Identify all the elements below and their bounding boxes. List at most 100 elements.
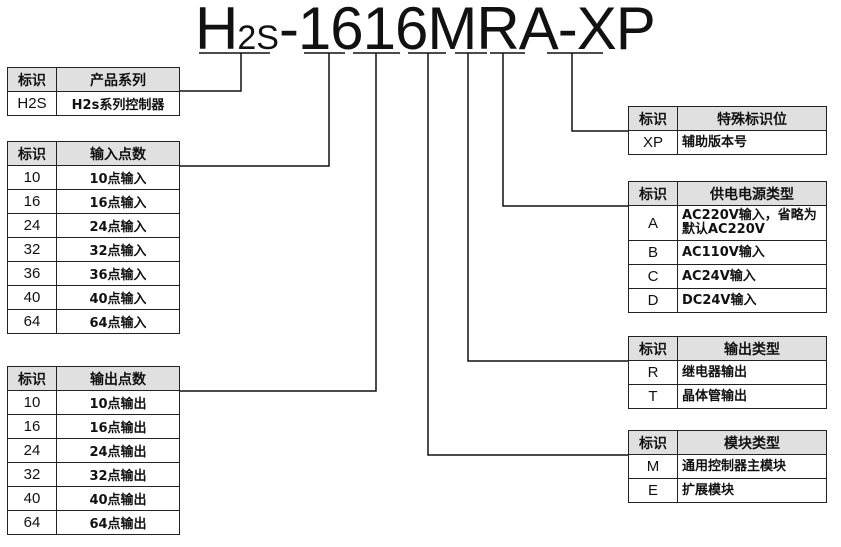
- row-code: A: [628, 205, 678, 241]
- row-code: 36: [7, 261, 57, 286]
- header-code: 标识: [7, 67, 57, 92]
- header-code: 标识: [628, 336, 678, 361]
- row-code: 40: [7, 285, 57, 310]
- row-code: T: [628, 384, 678, 409]
- connector-series: [180, 53, 242, 92]
- row-description: DC24V输入: [677, 288, 827, 313]
- header-code: 标识: [7, 366, 57, 391]
- row-code: R: [628, 360, 678, 385]
- header-code: 标识: [628, 430, 678, 455]
- row-description: 40点输出: [56, 486, 180, 511]
- table-header: 标识特殊标识位: [628, 106, 827, 131]
- table-header: 标识模块类型: [628, 430, 827, 455]
- row-description: AC24V输入: [677, 264, 827, 289]
- row-description: 64点输出: [56, 510, 180, 535]
- row-description: 10点输入: [56, 165, 180, 190]
- row-description: 24点输入: [56, 213, 180, 238]
- title-code-rest: -1616MRA-XP: [278, 0, 656, 62]
- row-code: 40: [7, 486, 57, 511]
- header-description: 特殊标识位: [677, 106, 827, 131]
- header-description: 产品系列: [56, 67, 180, 92]
- row-description: 辅助版本号: [677, 130, 827, 155]
- row-code: 64: [7, 510, 57, 535]
- connector-outputs: [180, 53, 377, 392]
- table-header: 标识输入点数: [7, 141, 180, 166]
- connector-module: [427, 53, 628, 456]
- connector-power: [502, 53, 628, 207]
- connector-output-type: [467, 53, 628, 362]
- row-description: 64点输入: [56, 309, 180, 334]
- title-series-letter: H: [195, 0, 238, 62]
- row-description: 扩展模块: [677, 478, 827, 503]
- row-code: 10: [7, 390, 57, 415]
- row-code: C: [628, 264, 678, 289]
- row-description: 16点输入: [56, 189, 180, 214]
- row-description: 继电器输出: [677, 360, 827, 385]
- row-code: XP: [628, 130, 678, 155]
- row-code: B: [628, 240, 678, 265]
- row-description: AC220V输入，省略为默认AC220V: [677, 205, 827, 241]
- row-code: 10: [7, 165, 57, 190]
- row-code: M: [628, 454, 678, 479]
- row-code: 32: [7, 462, 57, 487]
- row-code: 32: [7, 237, 57, 262]
- header-code: 标识: [7, 141, 57, 166]
- table-header: 标识产品系列: [7, 67, 180, 92]
- header-description: 输入点数: [56, 141, 180, 166]
- table-header: 标识输出类型: [628, 336, 827, 361]
- model-code-title: H2S-1616MRA-XP: [195, 0, 656, 73]
- row-code: 16: [7, 414, 57, 439]
- row-code: H2S: [7, 91, 57, 116]
- header-description: 供电电源类型: [677, 181, 827, 206]
- header-code: 标识: [628, 106, 678, 131]
- row-description: 24点输出: [56, 438, 180, 463]
- row-code: 24: [7, 213, 57, 238]
- row-code: D: [628, 288, 678, 313]
- row-description: 32点输入: [56, 237, 180, 262]
- header-description: 输出点数: [56, 366, 180, 391]
- row-description: 通用控制器主模块: [677, 454, 827, 479]
- row-description: 16点输出: [56, 414, 180, 439]
- row-code: 24: [7, 438, 57, 463]
- row-code: 16: [7, 189, 57, 214]
- table-header: 标识供电电源类型: [628, 181, 827, 206]
- row-description: 40点输入: [56, 285, 180, 310]
- header-description: 模块类型: [677, 430, 827, 455]
- row-code: 64: [7, 309, 57, 334]
- row-description: 36点输入: [56, 261, 180, 286]
- row-description: H2s系列控制器: [56, 91, 180, 116]
- row-description: 10点输出: [56, 390, 180, 415]
- header-description: 输出类型: [677, 336, 827, 361]
- title-series-suffix: 2S: [237, 19, 279, 57]
- row-description: 32点输出: [56, 462, 180, 487]
- row-description: 晶体管输出: [677, 384, 827, 409]
